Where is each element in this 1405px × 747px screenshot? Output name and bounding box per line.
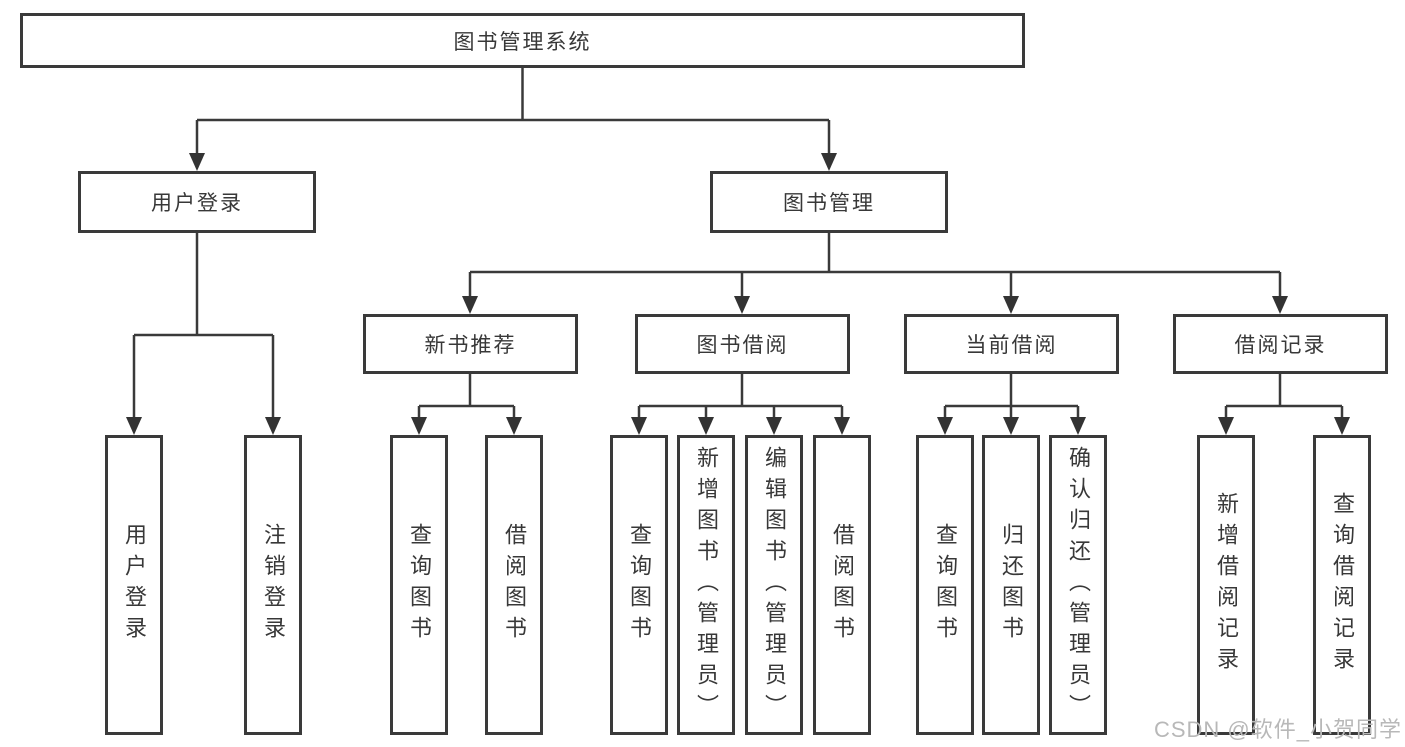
node-book-management-label: 图书管理 <box>783 192 875 215</box>
leaf-logout-label: 注销登录 <box>261 523 286 647</box>
leaf-user-login-label: 用户登录 <box>122 523 147 647</box>
leaf-query-books-3: 查询图书 <box>916 435 974 735</box>
leaf-logout: 注销登录 <box>244 435 302 735</box>
node-borrow-records-label: 借阅记录 <box>1234 334 1327 357</box>
leaf-borrow-books-2-label: 借阅图书 <box>830 523 855 647</box>
node-user-login-label: 用户登录 <box>151 192 243 215</box>
leaf-borrow-books-2: 借阅图书 <box>813 435 871 735</box>
leaf-query-borrow-record-label: 查询借阅记录 <box>1330 492 1355 678</box>
node-new-book-recommend-label: 新书推荐 <box>424 334 517 357</box>
watermark-text: CSDN @软件_小贺同学 <box>1153 717 1402 742</box>
node-book-borrow: 图书借阅 <box>635 314 850 374</box>
node-user-login: 用户登录 <box>78 171 316 233</box>
leaf-user-login: 用户登录 <box>105 435 163 735</box>
leaf-borrow-books-1-label: 借阅图书 <box>502 523 527 647</box>
node-root: 图书管理系统 <box>20 13 1025 68</box>
leaf-add-borrow-record: 新增借阅记录 <box>1197 435 1255 735</box>
leaf-query-borrow-record: 查询借阅记录 <box>1313 435 1371 735</box>
leaf-query-books-2-label: 查询图书 <box>627 523 652 647</box>
leaf-query-books-3-label: 查询图书 <box>933 523 958 647</box>
leaf-add-books-admin-label: 新增图书（管理员） <box>694 445 719 725</box>
leaf-borrow-books-1: 借阅图书 <box>485 435 543 735</box>
leaf-query-books-1: 查询图书 <box>390 435 448 735</box>
node-book-management: 图书管理 <box>710 171 948 233</box>
node-current-borrow: 当前借阅 <box>904 314 1119 374</box>
leaf-edit-books-admin-label: 编辑图书（管理员） <box>762 445 787 725</box>
leaf-add-books-admin: 新增图书（管理员） <box>677 435 735 735</box>
leaf-return-books-label: 归还图书 <box>999 523 1024 647</box>
node-book-borrow-label: 图书借阅 <box>696 334 789 357</box>
node-borrow-records: 借阅记录 <box>1173 314 1388 374</box>
leaf-confirm-return-admin-label: 确认归还（管理员） <box>1066 445 1091 725</box>
leaf-confirm-return-admin: 确认归还（管理员） <box>1049 435 1107 735</box>
node-current-borrow-label: 当前借阅 <box>965 334 1058 357</box>
node-root-label: 图书管理系统 <box>453 30 592 54</box>
leaf-edit-books-admin: 编辑图书（管理员） <box>745 435 803 735</box>
leaf-return-books: 归还图书 <box>982 435 1040 735</box>
node-new-book-recommend: 新书推荐 <box>363 314 578 374</box>
leaf-query-books-2: 查询图书 <box>610 435 668 735</box>
leaf-query-books-1-label: 查询图书 <box>407 523 432 647</box>
leaf-add-borrow-record-label: 新增借阅记录 <box>1214 492 1239 678</box>
